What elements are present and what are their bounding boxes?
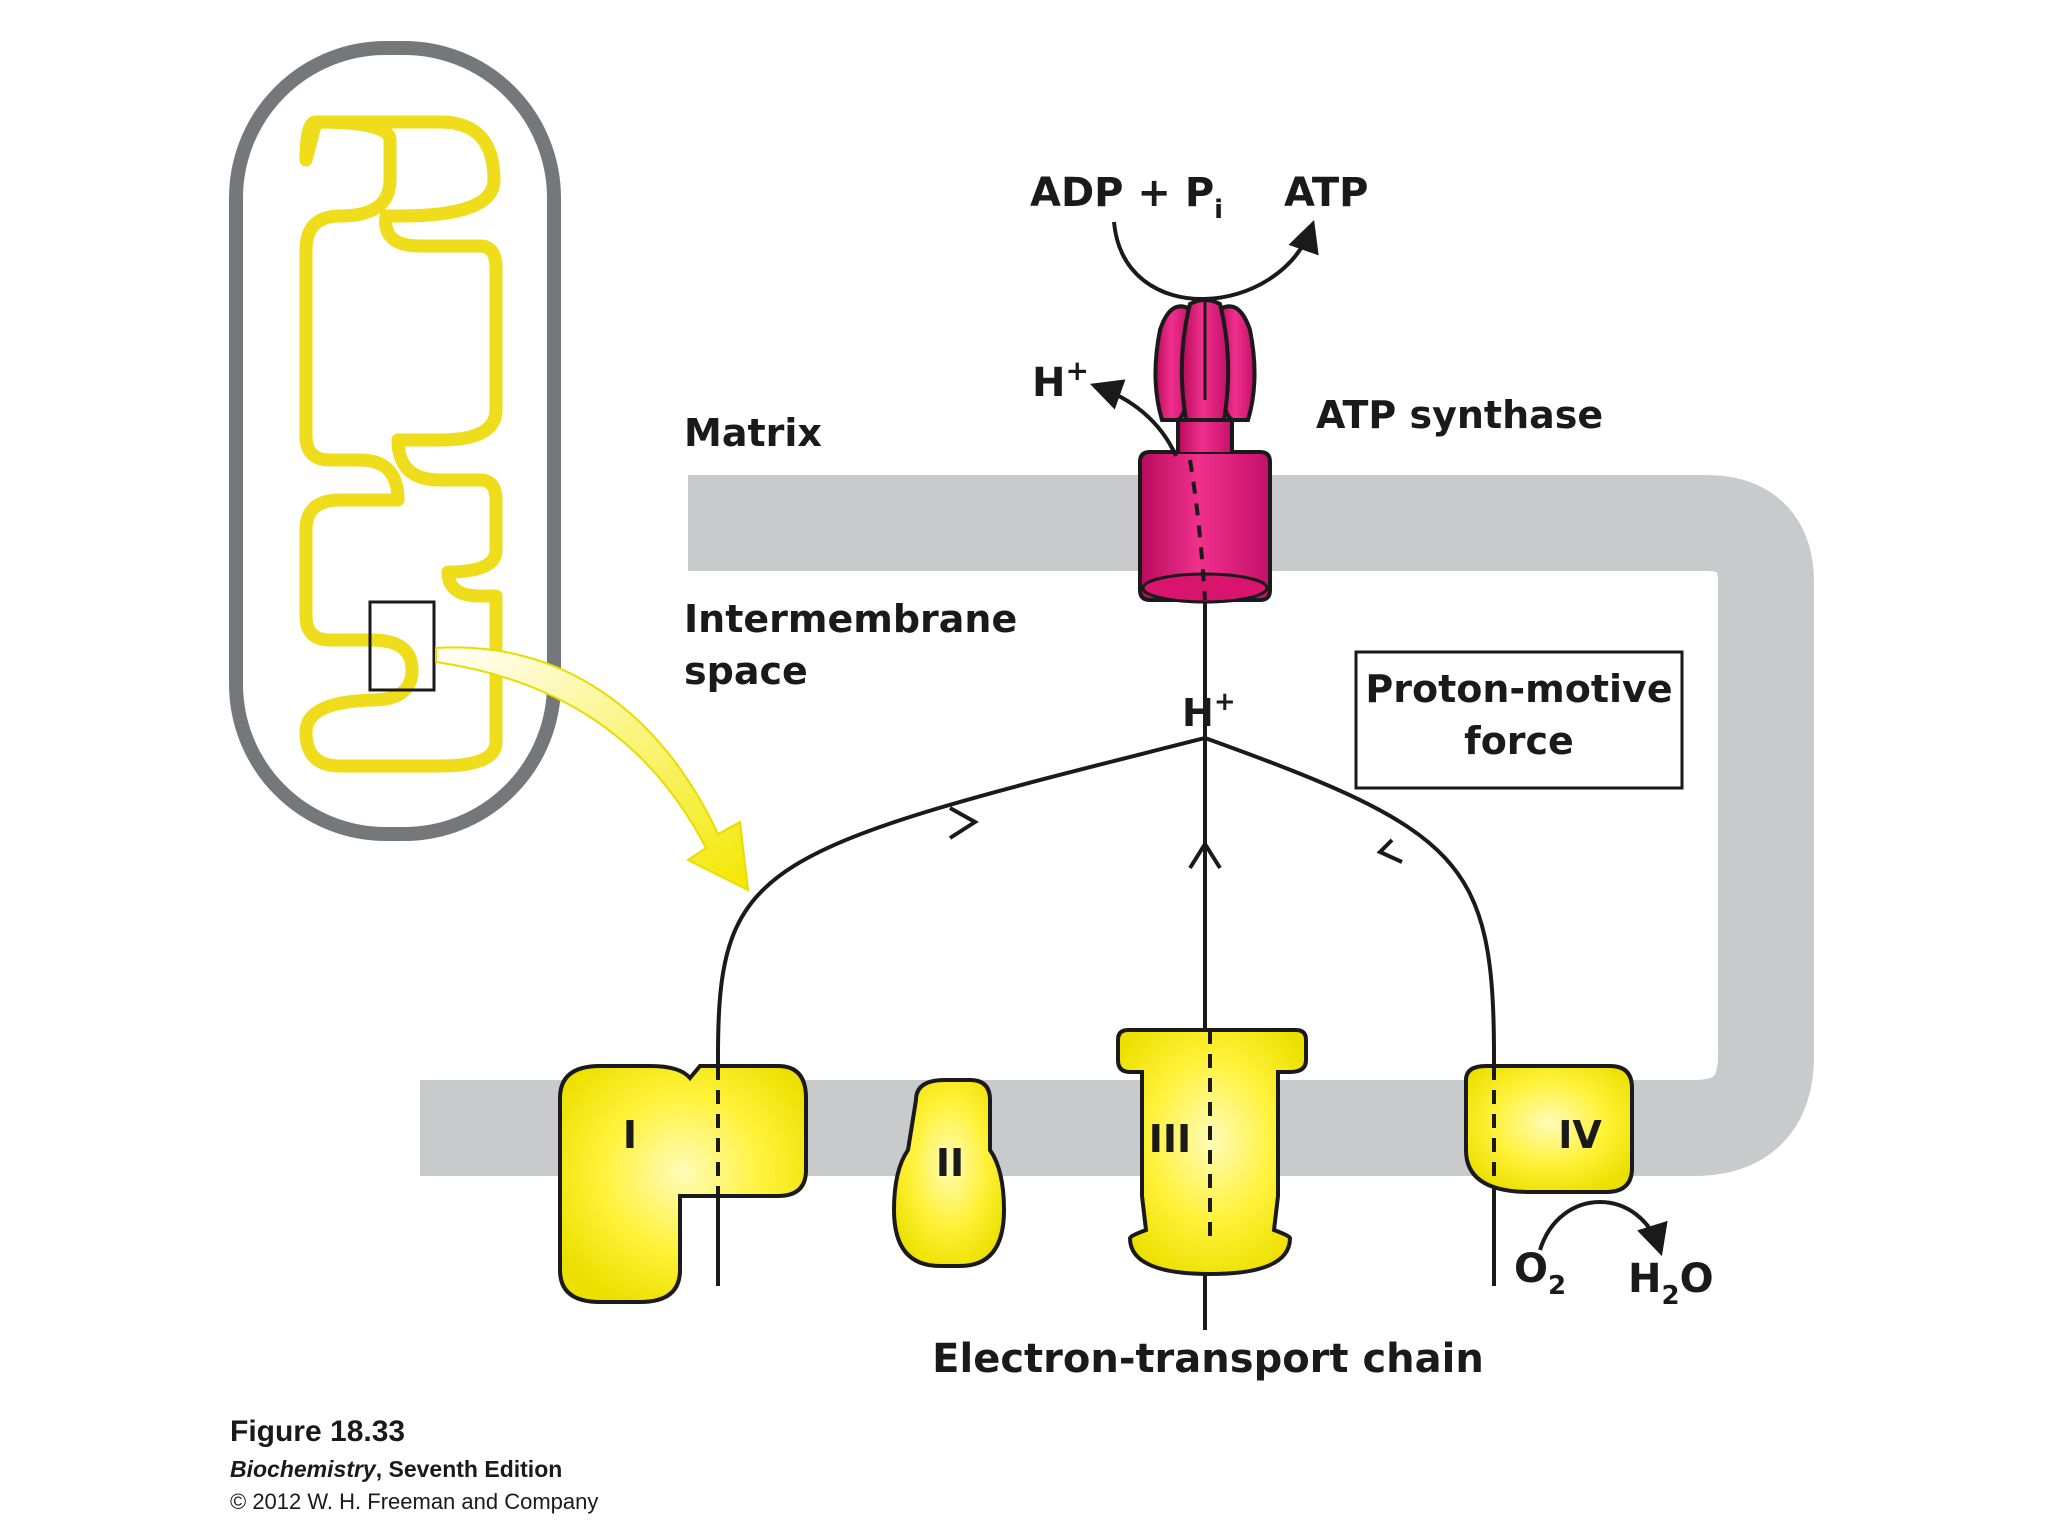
intermembrane-label: Intermembrane: [684, 597, 1017, 641]
proton-motive-force-box: [1354, 650, 1684, 790]
zoom-arrow: [435, 646, 750, 892]
figure-number: Figure 18.33: [230, 1415, 406, 1448]
adp-label: ADP + Pi: [1030, 170, 1223, 225]
space-label: space: [684, 649, 808, 693]
atp-synthase: [1138, 298, 1272, 604]
force-label: force: [1464, 719, 1574, 763]
complex-1-label: I: [623, 1113, 637, 1157]
zoom-box: [368, 600, 436, 692]
complex-4-label: IV: [1558, 1113, 1602, 1157]
o2-to-h2o-arrow: [1538, 1200, 1668, 1257]
h2o-label: H2O: [1628, 1256, 1714, 1311]
outer-membrane: [229, 41, 561, 841]
copyright-line: © 2012 W. H. Freeman and Company: [230, 1489, 599, 1514]
figure-caption: Figure 18.33 Biochemistry, Seventh Editi…: [230, 1412, 598, 1518]
h-plus-top-label: H+: [1032, 354, 1089, 406]
complex-ii: [891, 1078, 1007, 1268]
matrix-label: Matrix: [684, 411, 822, 455]
complex-3-label: III: [1149, 1117, 1191, 1161]
complex-iii: [1116, 1028, 1308, 1277]
atp-synthase-label: ATP synthase: [1316, 393, 1603, 437]
electron-transport-chain-label: Electron-transport chain: [932, 1336, 1484, 1382]
adp-to-atp-arrow: [1112, 219, 1319, 301]
h-plus-exit-arrow: [1089, 379, 1178, 457]
arrowhead-mid: [1188, 840, 1222, 870]
atp-label: ATP: [1284, 170, 1368, 216]
complex-2-label: II: [936, 1141, 964, 1185]
arrowhead-right: [1376, 838, 1403, 864]
arrowhead-left: [948, 806, 979, 840]
h-plus-mid-label: H+: [1182, 687, 1236, 735]
proton-motive-label: Proton-motive: [1365, 667, 1672, 711]
book-edition: , Seventh Edition: [375, 1456, 563, 1482]
complex-iv: [1464, 1064, 1634, 1194]
inner-membrane-band: [420, 475, 1814, 1176]
branch-left: [716, 736, 1206, 1057]
complex-i: [558, 1064, 808, 1304]
inner-membrane-cristae: [299, 115, 503, 773]
membrane-path: [420, 475, 1814, 1176]
o2-label: O2: [1514, 1246, 1566, 1301]
mitochondrion-inset: [229, 41, 750, 892]
book-title-italic: Biochemistry: [230, 1456, 376, 1482]
branch-right: [1204, 736, 1496, 1057]
book-title: Biochemistry, Seventh Edition: [230, 1452, 598, 1486]
